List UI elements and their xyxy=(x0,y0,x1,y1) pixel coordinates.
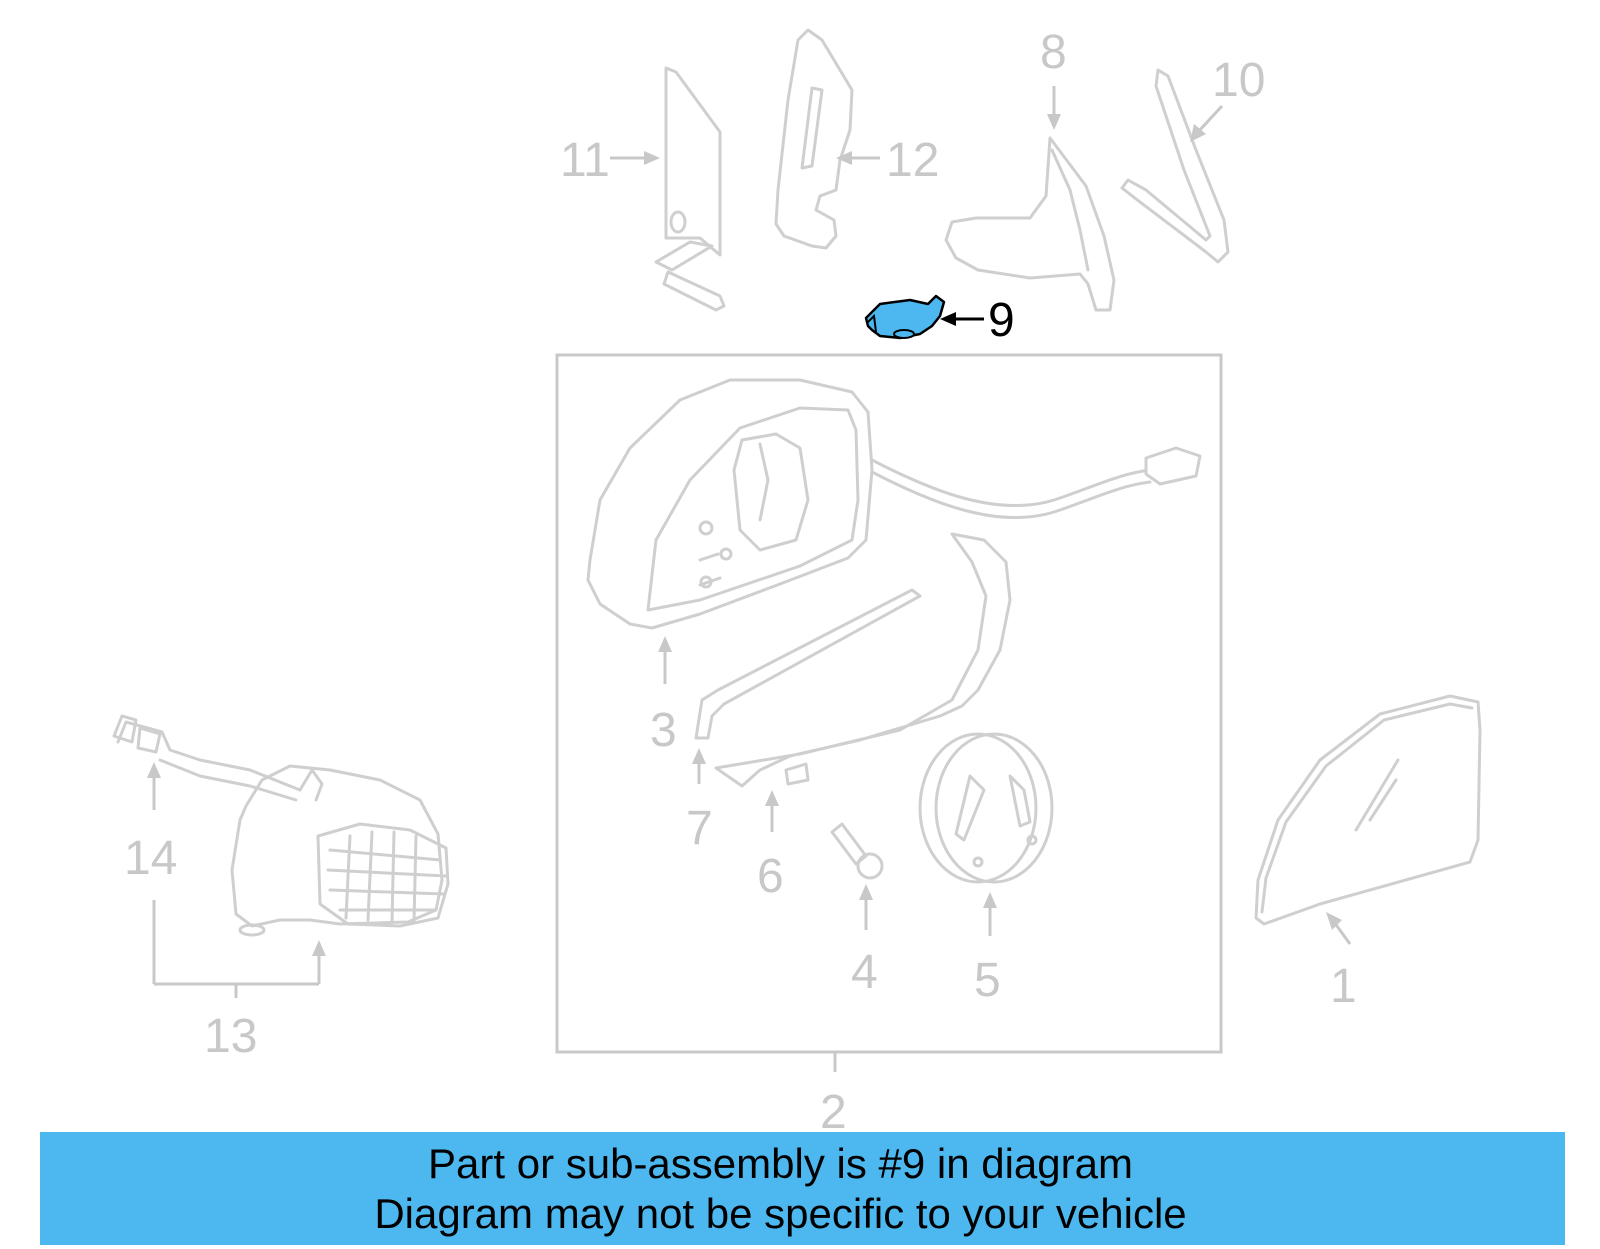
arrowhead-13 xyxy=(312,940,326,956)
part-5 xyxy=(918,732,1054,884)
arrowhead-7 xyxy=(692,748,706,764)
callout-11: 11 xyxy=(560,134,610,187)
part-9-highlighted[interactable] xyxy=(864,294,946,340)
info-banner: Part or sub-assembly is #9 in diagram Di… xyxy=(40,1132,1565,1245)
arrowhead-9 xyxy=(940,312,956,326)
part-8 xyxy=(944,136,1116,312)
callout-5: 5 xyxy=(974,954,1001,1007)
part-12 xyxy=(774,28,854,250)
assembly-box xyxy=(555,353,1223,1054)
arrowhead-3 xyxy=(658,636,672,652)
callout-14: 14 xyxy=(124,832,177,885)
part-4 xyxy=(830,822,884,880)
arrowhead-4 xyxy=(859,884,873,900)
arrowhead-12 xyxy=(836,151,852,165)
arrowhead-10 xyxy=(1190,124,1206,142)
arrowhead-11 xyxy=(644,151,660,165)
callout-2: 2 xyxy=(820,1086,847,1130)
callout-7: 7 xyxy=(686,802,713,855)
callout-10: 10 xyxy=(1212,54,1265,107)
part-1 xyxy=(1254,694,1482,926)
callout-3: 3 xyxy=(650,704,677,757)
part-6 xyxy=(714,532,1012,788)
banner-line-2: Diagram may not be specific to your vehi… xyxy=(374,1189,1187,1237)
part-13 xyxy=(112,714,450,937)
callout-8: 8 xyxy=(1040,26,1067,79)
callout-13: 13 xyxy=(204,1010,257,1063)
banner-line-1: Part or sub-assembly is #9 in diagram xyxy=(428,1139,1133,1187)
arrowhead-6 xyxy=(765,790,779,806)
callout-9: 9 xyxy=(988,294,1015,347)
arrowhead-14 xyxy=(147,762,161,778)
callout-6: 6 xyxy=(757,850,784,903)
arrowhead-1 xyxy=(1326,912,1342,930)
part-7 xyxy=(694,588,922,740)
part-11 xyxy=(654,66,726,312)
callout-1: 1 xyxy=(1330,960,1357,1013)
parts-diagram: 1 2 3 4 5 6 7 8 9 10 11 12 13 14 xyxy=(112,26,1482,1130)
part-3 xyxy=(586,378,1202,630)
callout-4: 4 xyxy=(851,946,878,999)
leader-10 xyxy=(1196,104,1224,134)
arrowhead-5 xyxy=(983,892,997,908)
callout-12: 12 xyxy=(886,134,939,187)
leader-1 xyxy=(1332,921,1352,945)
part-10 xyxy=(1120,68,1230,264)
arrowhead-8 xyxy=(1047,114,1061,130)
